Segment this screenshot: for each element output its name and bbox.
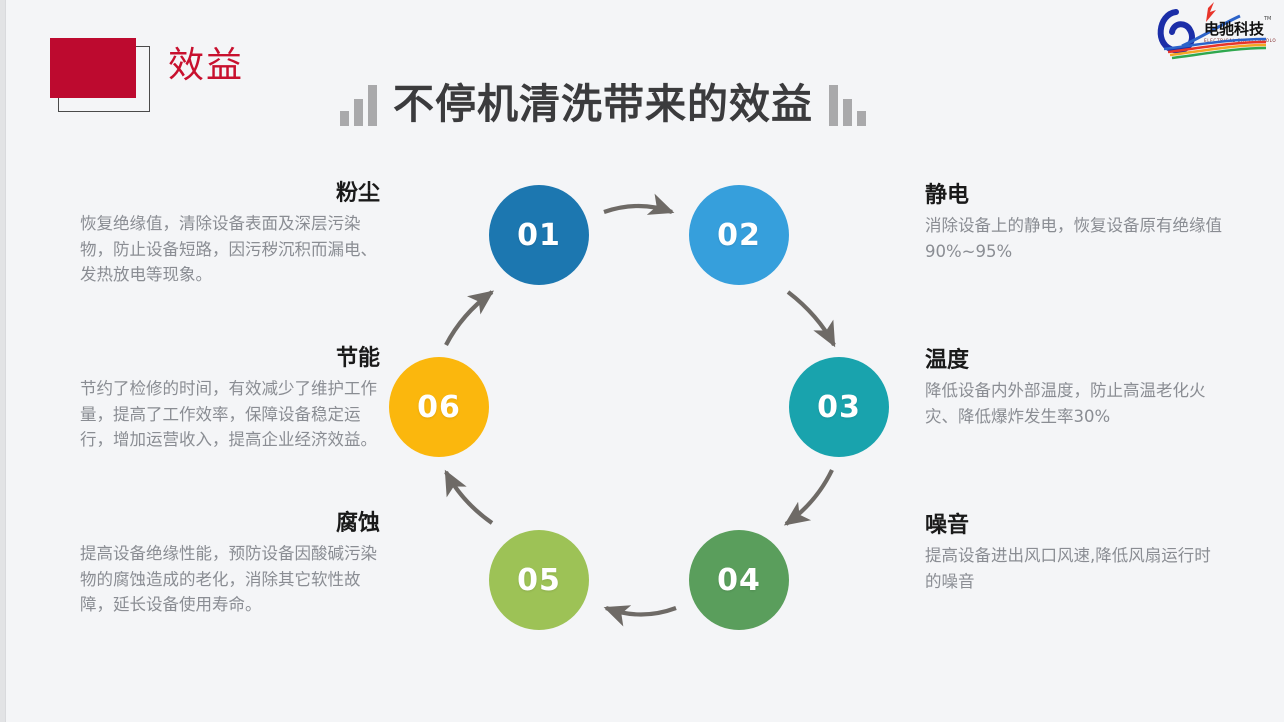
- benefit-title-energy: 节能: [335, 346, 380, 371]
- left-edge-divider: [5, 0, 6, 722]
- benefit-block-dust: 粉尘 恢复绝缘值，清除设备表面及深层污染物，防止设备短路，因污秽沉积而漏电、发热…: [80, 183, 380, 288]
- cycle-node-03[interactable]: 03: [789, 357, 889, 457]
- cycle-node-04[interactable]: 04: [689, 530, 789, 630]
- bar-chart-descending-icon: [829, 84, 866, 126]
- benefit-block-corrosion: 腐蚀 提高设备绝缘性能，预防设备因酸碱污染物的腐蚀造成的老化，消除其它软性故障，…: [80, 513, 380, 618]
- arrow-04-to-05: [603, 605, 677, 627]
- arrow-01-to-02: [603, 193, 675, 215]
- process-cycle-diagram: 01 02 03 04 05 06: [370, 160, 915, 670]
- left-edge-strip: [0, 0, 5, 722]
- cycle-node-01[interactable]: 01: [489, 185, 589, 285]
- cycle-node-05[interactable]: 05: [489, 530, 589, 630]
- arrow-02-to-03: [786, 290, 836, 348]
- badge-red-square: [50, 38, 136, 98]
- benefit-body-dust: 恢复绝缘值，清除设备表面及深层污染物，防止设备短路，因污秽沉积而漏电、发热放电等…: [80, 214, 377, 285]
- arrow-06-to-01: [444, 290, 495, 346]
- benefit-body-noise: 提高设备进出风口风速,降低风扇运行时的噪音: [925, 546, 1211, 591]
- svg-text:电驰科技: 电驰科技: [1204, 20, 1265, 38]
- benefit-block-static: 静电 消除设备上的静电，恢复设备原有绝缘值90%~95%: [925, 185, 1225, 264]
- cycle-node-02[interactable]: 02: [689, 185, 789, 285]
- cycle-node-06[interactable]: 06: [389, 357, 489, 457]
- benefit-block-energy: 节能 节约了检修的时间，有效减少了维护工作量，提高了工作效率，保障设备稳定运行，…: [80, 348, 380, 453]
- benefit-block-temperature: 温度 降低设备内外部温度，防止高温老化火灾、降低爆炸发生率30%: [925, 350, 1225, 429]
- benefit-title-corrosion: 腐蚀: [335, 511, 380, 536]
- logo-artwork: 电驰科技 ELECTRICAL CHI TECHNOLOGY TM: [1157, 2, 1283, 60]
- slide-title-row: 不停机清洗带来的效益: [340, 70, 866, 126]
- bar-chart-ascending-icon: [340, 84, 377, 126]
- arrow-05-to-06: [444, 469, 494, 525]
- benefit-body-temperature: 降低设备内外部温度，防止高温老化火灾、降低爆炸发生率30%: [925, 381, 1206, 426]
- benefit-body-corrosion: 提高设备绝缘性能，预防设备因酸碱污染物的腐蚀造成的老化，消除其它软性故障，延长设…: [80, 544, 377, 615]
- benefit-block-noise: 噪音 提高设备进出风口风速,降低风扇运行时的噪音: [925, 515, 1225, 594]
- benefit-body-energy: 节约了检修的时间，有效减少了维护工作量，提高了工作效率，保障设备稳定运行，增加运…: [80, 379, 377, 450]
- section-badge-label: 效益: [168, 45, 245, 86]
- benefit-title-static: 静电: [925, 183, 970, 208]
- benefit-body-static: 消除设备上的静电，恢复设备原有绝缘值90%~95%: [925, 216, 1222, 261]
- page-title: 不停机清洗带来的效益: [393, 80, 813, 128]
- benefit-title-noise: 噪音: [925, 513, 970, 538]
- section-badge: [50, 38, 150, 112]
- arrow-03-to-04: [783, 469, 834, 526]
- benefit-title-dust: 粉尘: [335, 181, 380, 206]
- svg-text:TM: TM: [1263, 16, 1271, 22]
- benefit-title-temperature: 温度: [925, 348, 970, 373]
- company-logo: 电驰科技 ELECTRICAL CHI TECHNOLOGY TM: [1144, 2, 1283, 60]
